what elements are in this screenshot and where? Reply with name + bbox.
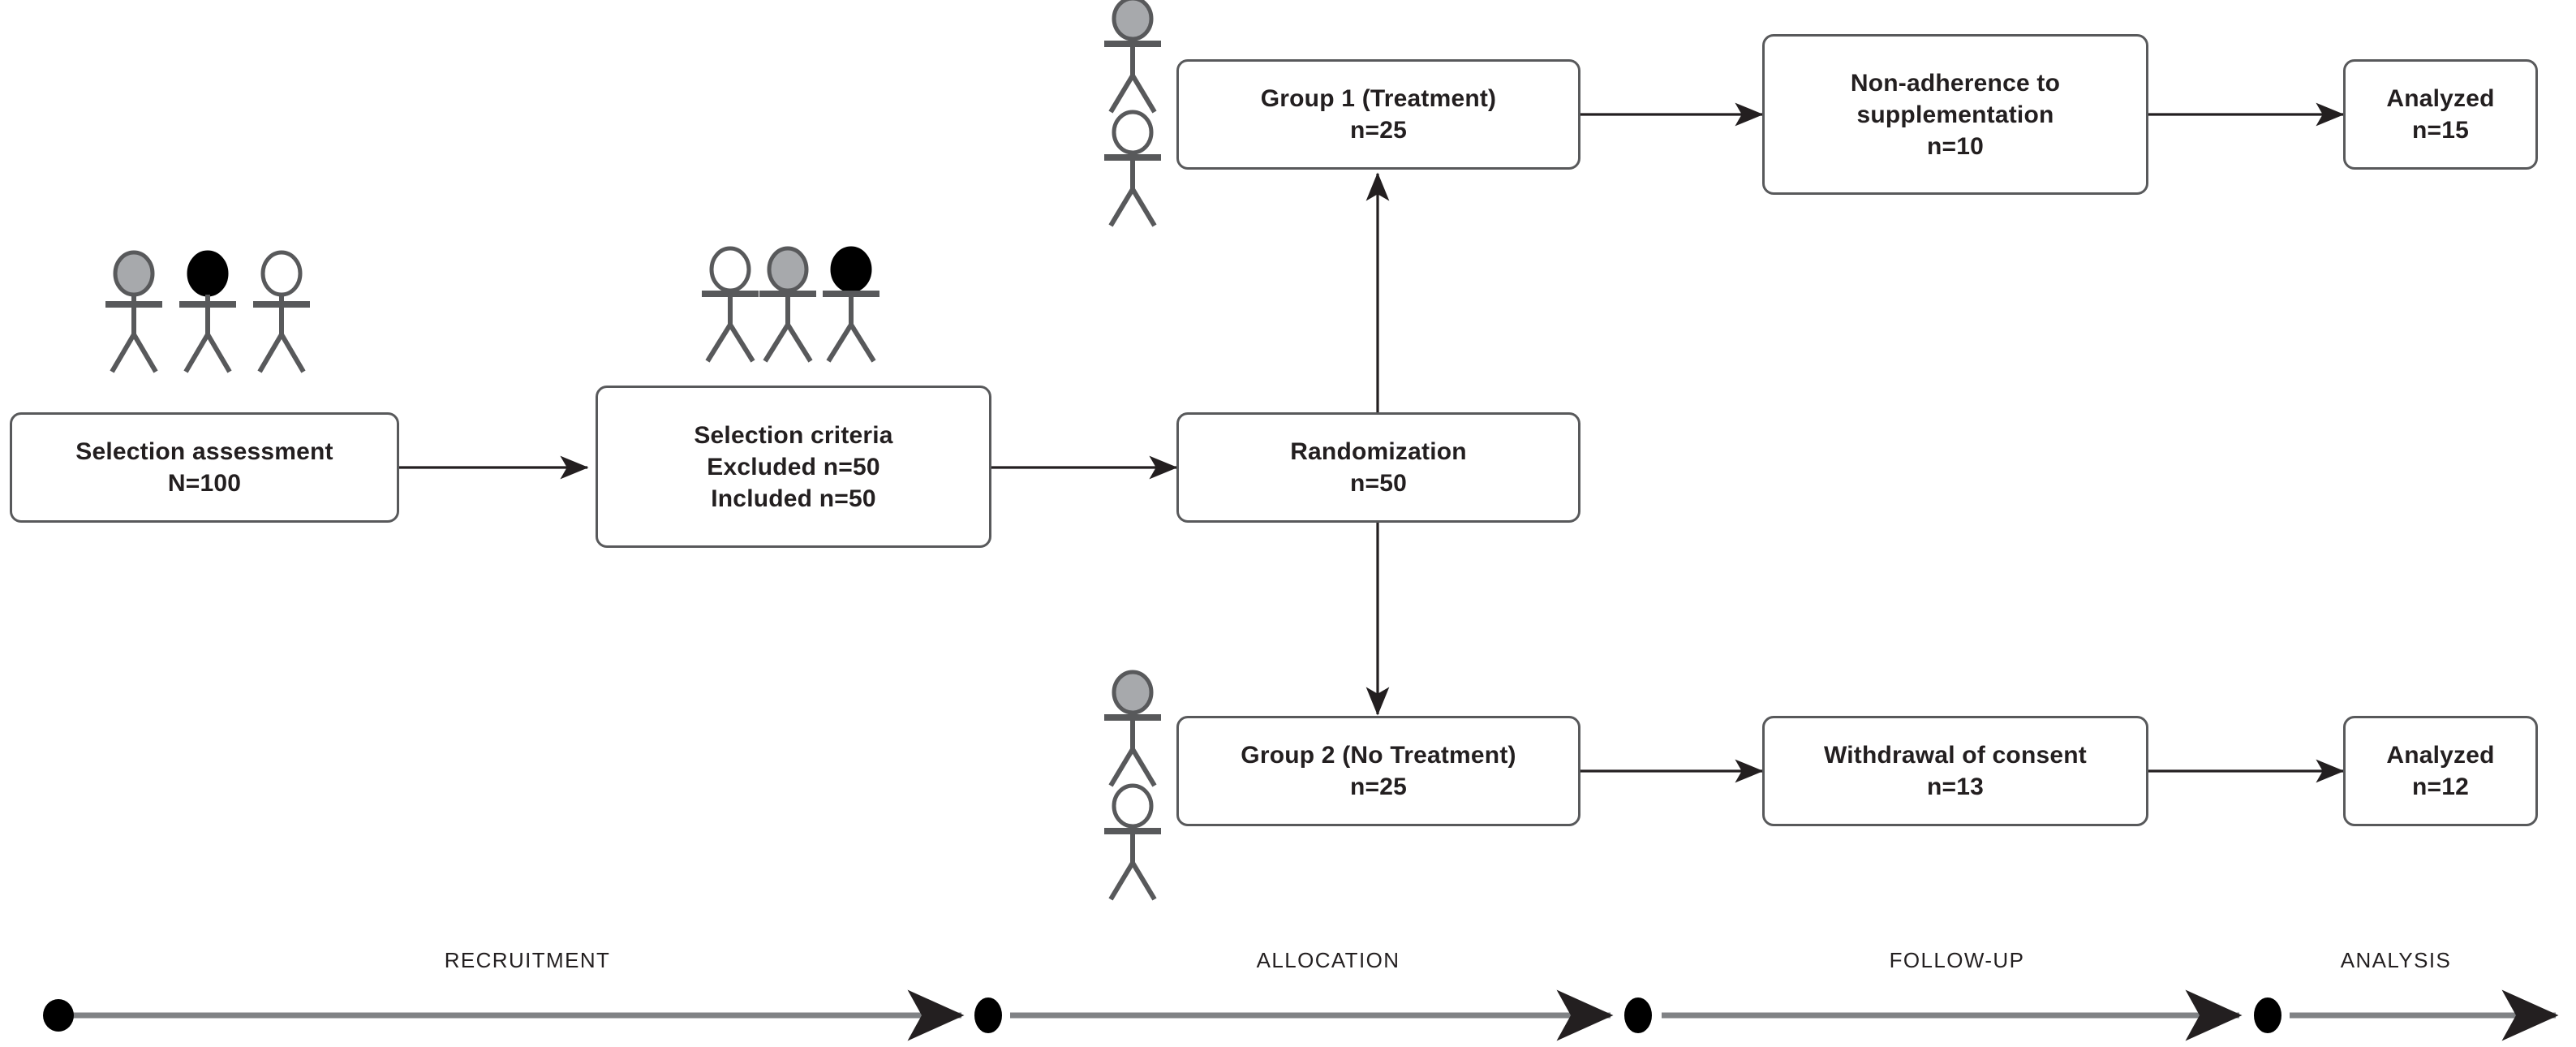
node-line: n=13 (1926, 773, 1984, 800)
timeline-marker-2 (974, 997, 1002, 1033)
node-line: Selection criteria (694, 421, 893, 449)
figure-leg-right (1130, 748, 1157, 787)
stick-figure-gray (105, 250, 162, 373)
figure-leg-right (279, 333, 306, 373)
figure-leg-left (1108, 74, 1135, 114)
timeline-marker-3 (1624, 997, 1652, 1033)
node-selection-criteria[interactable]: Selection criteria Excluded n=50 Include… (596, 386, 991, 548)
node-line: N=100 (167, 470, 242, 497)
phase-label-allocation: ALLOCATION (1256, 948, 1400, 972)
node-group2-no-treatment[interactable]: Group 2 (No Treatment) n=25 (1176, 716, 1580, 826)
node-line: Group 1 (Treatment) (1260, 85, 1497, 112)
figure-head-white (260, 250, 303, 297)
node-line: Analyzed (2386, 85, 2495, 112)
figure-head-gray (1112, 670, 1154, 715)
phase-label-analysis: ANALYSIS (2340, 948, 2452, 972)
node-line: n=10 (1926, 132, 1984, 160)
stick-figure-white (702, 246, 759, 363)
node-line: n=12 (2411, 773, 2469, 800)
figure-leg-right (205, 333, 232, 373)
node-line: Included n=50 (711, 485, 876, 512)
node-line: Non-adherence to (1850, 69, 2061, 97)
figures-group1 (1104, 0, 1161, 227)
phase-label-recruitment: RECRUITMENT (444, 948, 611, 972)
node-non-adherence[interactable]: Non-adherence to supplementation n=10 (1762, 34, 2148, 195)
phase-label-followup: FOLLOW-UP (1889, 948, 2025, 972)
stick-figure-black (823, 246, 879, 363)
node-line: n=50 (1349, 470, 1407, 497)
figure-head-white (1112, 783, 1154, 829)
stick-figure-white (1104, 110, 1161, 227)
figure-leg-right (849, 323, 876, 363)
figure-leg-right (1130, 74, 1157, 114)
figure-leg-right (131, 333, 158, 373)
node-analyzed-treatment[interactable]: Analyzed n=15 (2343, 59, 2538, 170)
node-line: Analyzed (2386, 742, 2495, 769)
node-withdrawal-of-consent[interactable]: Withdrawal of consent n=13 (1762, 716, 2148, 826)
stick-figure-gray (759, 246, 816, 363)
figure-leg-right (1130, 861, 1157, 901)
timeline-marker-1 (43, 999, 74, 1032)
timeline-marker-4 (2254, 997, 2281, 1033)
figure-leg-left (763, 323, 790, 363)
node-selection-assessment[interactable]: Selection assessment N=100 (10, 412, 399, 523)
node-line: Withdrawal of consent (1824, 742, 2087, 769)
figure-leg-left (705, 323, 733, 363)
figure-leg-left (257, 333, 284, 373)
figure-leg-left (1108, 748, 1135, 787)
node-line: Selection assessment (75, 438, 333, 465)
figure-leg-left (183, 333, 210, 373)
node-line: n=15 (2411, 117, 2469, 144)
node-line: Excluded n=50 (707, 453, 880, 480)
figure-leg-right (728, 323, 755, 363)
figures-screening (105, 250, 310, 373)
figure-head-white (709, 246, 751, 293)
stick-figure-black (179, 250, 236, 373)
figure-head-gray (113, 250, 155, 297)
figure-head-black (830, 246, 872, 293)
stick-figure-gray (1104, 670, 1161, 787)
figures-eligible (702, 246, 879, 363)
figure-leg-right (1130, 187, 1157, 227)
stick-figure-gray (1104, 0, 1161, 114)
figure-head-gray (767, 246, 809, 293)
node-line: supplementation (1856, 101, 2054, 128)
node-line: Group 2 (No Treatment) (1241, 742, 1516, 769)
figure-leg-left (826, 323, 854, 363)
figures-group2 (1104, 670, 1161, 901)
figure-leg-left (1108, 861, 1135, 901)
node-group1-treatment[interactable]: Group 1 (Treatment) n=25 (1176, 59, 1580, 170)
figure-leg-left (110, 333, 136, 373)
figure-head-gray (1112, 0, 1154, 41)
phase-timeline (43, 989, 2559, 1041)
node-line: Randomization (1290, 438, 1467, 465)
stick-figure-white (1104, 783, 1161, 901)
node-line: n=25 (1349, 117, 1407, 144)
stick-figure-white (253, 250, 310, 373)
figure-leg-right (785, 323, 813, 363)
node-randomization[interactable]: Randomization n=50 (1176, 412, 1580, 523)
node-line: n=25 (1349, 773, 1407, 800)
node-analyzed-no-treatment[interactable]: Analyzed n=12 (2343, 716, 2538, 826)
figure-head-black (187, 250, 229, 297)
figure-leg-left (1108, 187, 1135, 227)
figure-head-white (1112, 110, 1154, 155)
